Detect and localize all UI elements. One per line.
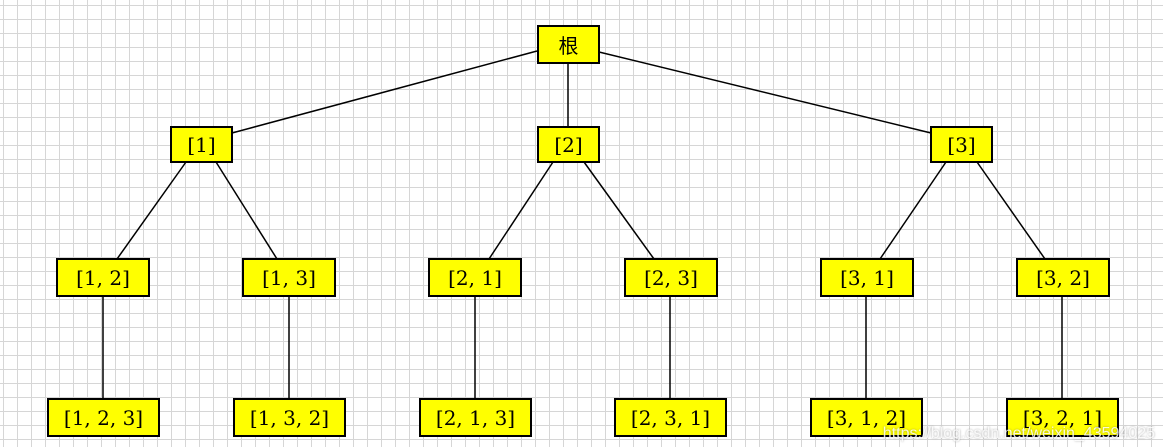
edge-root-3 [598, 51, 932, 134]
node-3-2: [3, 2] [1016, 258, 1110, 297]
node-3-2-1: [3, 2, 1] [1006, 398, 1119, 437]
node-1-2: [1, 2] [56, 258, 150, 297]
node-2-1-3: [2, 1, 3] [419, 398, 532, 437]
node-3-1: [3, 1] [820, 258, 914, 297]
edge-2-23 [583, 161, 655, 260]
node-1: [1] [170, 126, 233, 163]
node-3-1-2: [3, 1, 2] [810, 398, 923, 437]
node-1-3-2: [1, 3, 2] [233, 398, 346, 437]
node-2-3: [2, 3] [624, 258, 718, 297]
node-2: [2] [537, 126, 600, 163]
watermark: https://blog.csdn.net/weixin_43594025 [882, 425, 1155, 442]
node-1-3: [1, 3] [242, 258, 336, 297]
edge-1-12 [116, 161, 187, 260]
node-3: [3] [930, 126, 993, 163]
edge-root-1 [231, 50, 538, 134]
node-2-1: [2, 1] [428, 258, 522, 297]
node-2-3-1: [2, 3, 1] [614, 398, 727, 437]
edge-1-13 [215, 161, 278, 260]
edge-3-31 [879, 161, 947, 260]
node-root: 根 [537, 25, 600, 64]
edge-3-32 [976, 161, 1046, 260]
node-1-2-3: [1, 2, 3] [47, 398, 160, 437]
edge-2-21 [488, 161, 554, 260]
